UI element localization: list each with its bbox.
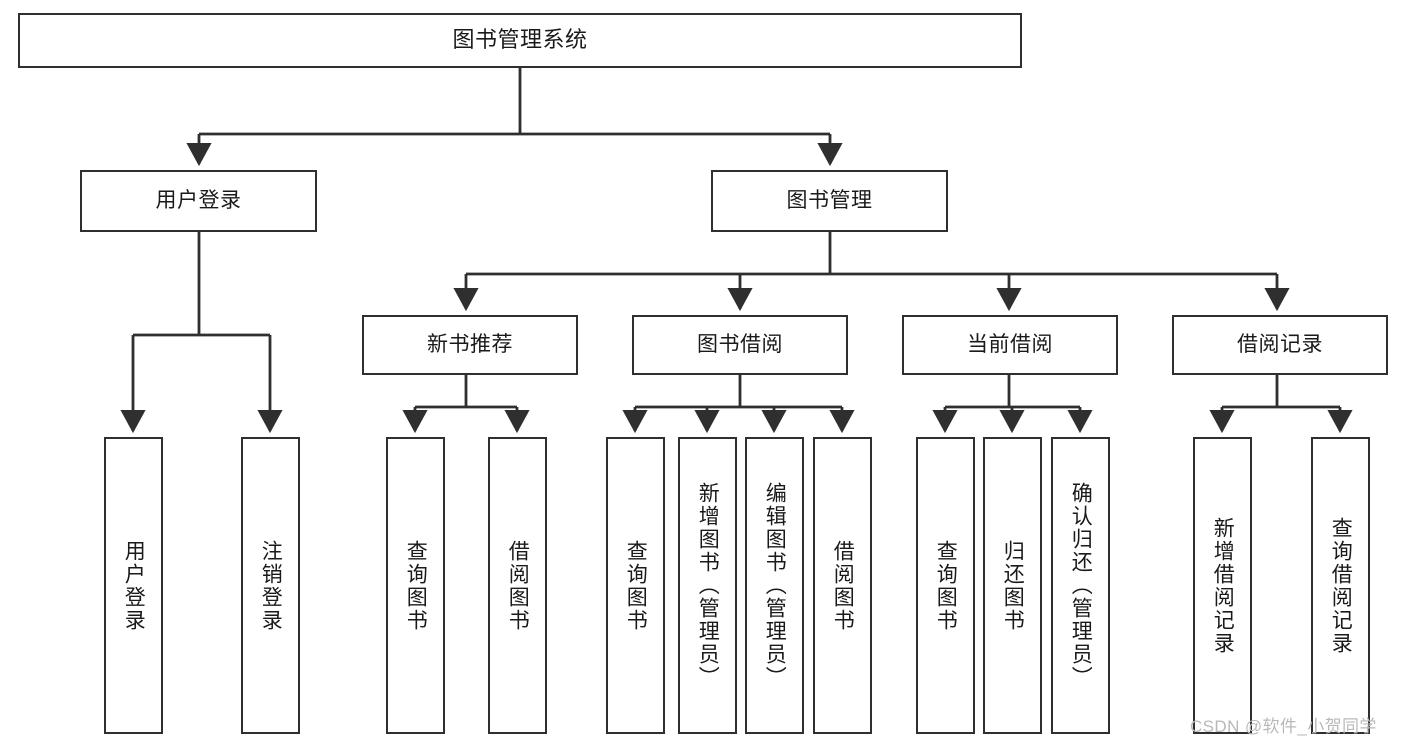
node-book-management[interactable]: 图书管理 [711, 170, 948, 232]
node-book-borrowing[interactable]: 图书借阅 [632, 315, 848, 375]
node-label: 借阅图书 [831, 539, 855, 632]
node-label: 查询借阅记录 [1329, 516, 1353, 655]
leaf-query-book-recommend[interactable]: 查询图书 [386, 437, 445, 734]
node-label: 编辑图书（管理员） [763, 482, 787, 689]
leaf-borrow-book[interactable]: 借阅图书 [813, 437, 872, 734]
node-label: 用户登录 [122, 539, 146, 632]
leaf-query-book-current[interactable]: 查询图书 [916, 437, 975, 734]
node-user-login[interactable]: 用户登录 [80, 170, 317, 232]
node-label: 新增借阅记录 [1211, 516, 1235, 655]
node-new-book-recommendation[interactable]: 新书推荐 [362, 315, 578, 375]
node-current-borrowing[interactable]: 当前借阅 [902, 315, 1118, 375]
node-borrowing-record[interactable]: 借阅记录 [1172, 315, 1388, 375]
node-label: 图书管理 [786, 189, 873, 213]
node-label: 查询图书 [624, 539, 648, 632]
node-label: 新增图书（管理员） [696, 482, 720, 689]
node-label: 图书管理系统 [452, 27, 588, 53]
leaf-edit-book-admin[interactable]: 编辑图书（管理员） [745, 437, 804, 734]
leaf-query-borrow-record[interactable]: 查询借阅记录 [1311, 437, 1370, 734]
node-label: 用户登录 [155, 189, 242, 213]
node-label: 确认归还（管理员） [1069, 482, 1093, 689]
leaf-logout[interactable]: 注销登录 [241, 437, 300, 734]
node-label: 注销登录 [259, 539, 283, 632]
leaf-borrow-book-recommend[interactable]: 借阅图书 [488, 437, 547, 734]
node-root-book-management-system[interactable]: 图书管理系统 [18, 13, 1022, 68]
leaf-return-book[interactable]: 归还图书 [983, 437, 1042, 734]
leaf-confirm-return-admin[interactable]: 确认归还（管理员） [1051, 437, 1110, 734]
node-label: 借阅记录 [1237, 333, 1323, 357]
node-label: 当前借阅 [967, 333, 1053, 357]
node-label: 图书借阅 [697, 333, 783, 357]
leaf-query-book-borrow[interactable]: 查询图书 [606, 437, 665, 734]
node-label: 归还图书 [1001, 539, 1025, 632]
leaf-user-login[interactable]: 用户登录 [104, 437, 163, 734]
node-label: 查询图书 [934, 539, 958, 632]
node-label: 查询图书 [404, 539, 428, 632]
node-label: 借阅图书 [506, 539, 530, 632]
node-label: 新书推荐 [427, 333, 513, 357]
leaf-add-borrow-record[interactable]: 新增借阅记录 [1193, 437, 1252, 734]
leaf-add-book-admin[interactable]: 新增图书（管理员） [678, 437, 737, 734]
csdn-watermark: CSDN @软件_小贺同学 [1190, 717, 1377, 736]
